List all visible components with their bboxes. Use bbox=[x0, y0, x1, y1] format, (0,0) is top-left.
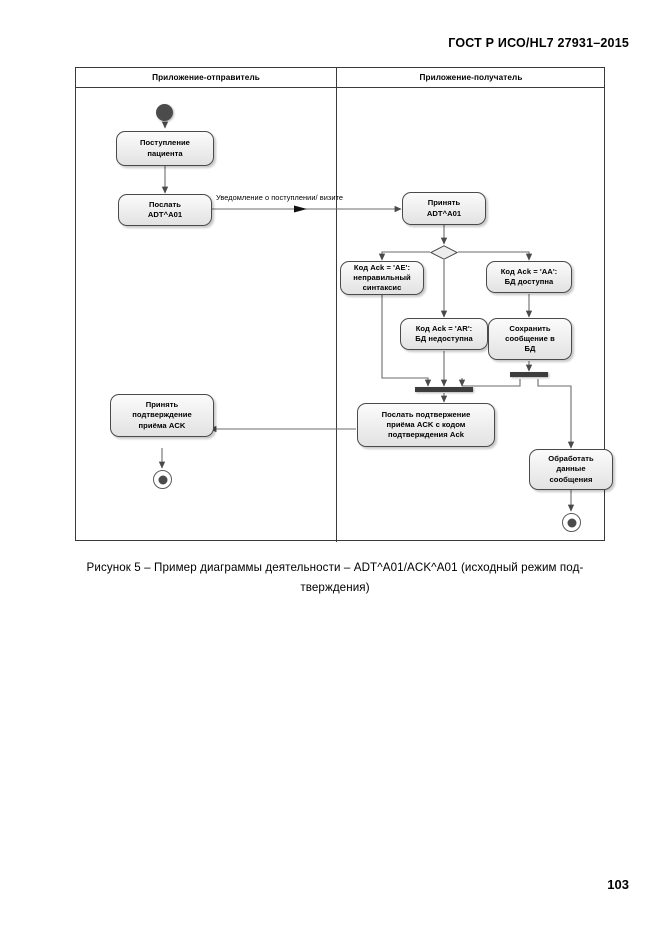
node-process-message[interactable]: Обработать данные сообщения bbox=[529, 449, 613, 490]
node-line: подтверждение bbox=[132, 410, 192, 420]
swimlane-header-band bbox=[76, 68, 604, 88]
node-line: ADT^A01 bbox=[426, 208, 462, 218]
caption-line-2: тверждения) bbox=[300, 581, 370, 594]
node-line: данные bbox=[556, 464, 586, 474]
decision-node[interactable] bbox=[430, 245, 458, 260]
caption-line-1: Рисунок 5 – Пример диаграммы деятельност… bbox=[86, 561, 584, 574]
node-line: ADT^A01 bbox=[147, 210, 183, 219]
node-line: сообщения bbox=[549, 474, 593, 484]
node-store-message[interactable]: Сохранить сообщение в БД bbox=[488, 318, 572, 360]
node-line: Поступление bbox=[140, 138, 190, 148]
swimlane-title-sender: Приложение-отправитель bbox=[152, 73, 260, 82]
node-line: Сохранить bbox=[509, 323, 551, 333]
join-bar bbox=[415, 387, 473, 392]
node-line: Принять bbox=[145, 400, 179, 410]
node-receive-adt[interactable]: Принять ADT^A01 bbox=[402, 192, 486, 225]
node-line: Послать bbox=[148, 199, 181, 209]
initial-node bbox=[156, 104, 173, 121]
node-line: БД bbox=[524, 344, 536, 354]
figure-caption: Рисунок 5 – Пример диаграммы деятельност… bbox=[55, 558, 615, 598]
node-line: БД недоступна bbox=[415, 334, 473, 343]
node-line: Принять bbox=[427, 198, 461, 208]
node-send-adt[interactable]: Послать ADT^A01 bbox=[118, 194, 212, 226]
node-line: синтаксис bbox=[362, 283, 402, 293]
node-line: Код Ack = 'AE': bbox=[353, 262, 411, 272]
node-line: подтверждения Ack bbox=[388, 430, 464, 440]
final-node-sender bbox=[153, 470, 172, 489]
node-line: пациента bbox=[147, 148, 183, 158]
node-line: Обработать bbox=[548, 454, 594, 464]
node-ack-code-aa[interactable]: Код Ack = 'AA': БД доступна bbox=[486, 261, 572, 293]
swimlane-divider bbox=[336, 68, 337, 542]
node-ack-code-ar[interactable]: Код Ack = 'AR': БД недоступна bbox=[400, 318, 488, 350]
document-header: ГОСТ Р ИСО/HL7 27931–2015 bbox=[448, 36, 629, 50]
node-line: Код Ack = 'AR': bbox=[415, 323, 473, 333]
node-line: приёма ACK bbox=[138, 420, 186, 430]
node-line: Код Ack = 'AA': bbox=[500, 266, 558, 276]
node-line: БД доступна bbox=[504, 277, 554, 286]
page-number: 103 bbox=[607, 877, 629, 892]
node-ack-code-ae[interactable]: Код Ack = 'AE': неправильный синтаксис bbox=[340, 261, 424, 295]
swimlane-title-receiver: Приложение-получатель bbox=[419, 73, 523, 82]
final-node-receiver bbox=[562, 513, 581, 532]
node-line: Послать подтвержение bbox=[381, 409, 471, 419]
fork-bar bbox=[510, 372, 548, 377]
node-line: приёма ACK с кодом bbox=[386, 419, 466, 429]
node-line: неправильный bbox=[353, 272, 411, 282]
node-receive-ack[interactable]: Принять подтверждение приёма ACK bbox=[110, 394, 214, 437]
flow-label-notification: Уведомление о поступлении/ визите bbox=[216, 193, 344, 202]
node-admit-patient[interactable]: Поступление пациента bbox=[116, 131, 214, 166]
node-line: сообщение в bbox=[505, 333, 555, 343]
activity-diagram: Приложение-отправитель Приложение-получа… bbox=[75, 67, 613, 542]
node-send-ack[interactable]: Послать подтвержение приёма ACK с кодом … bbox=[357, 403, 495, 447]
